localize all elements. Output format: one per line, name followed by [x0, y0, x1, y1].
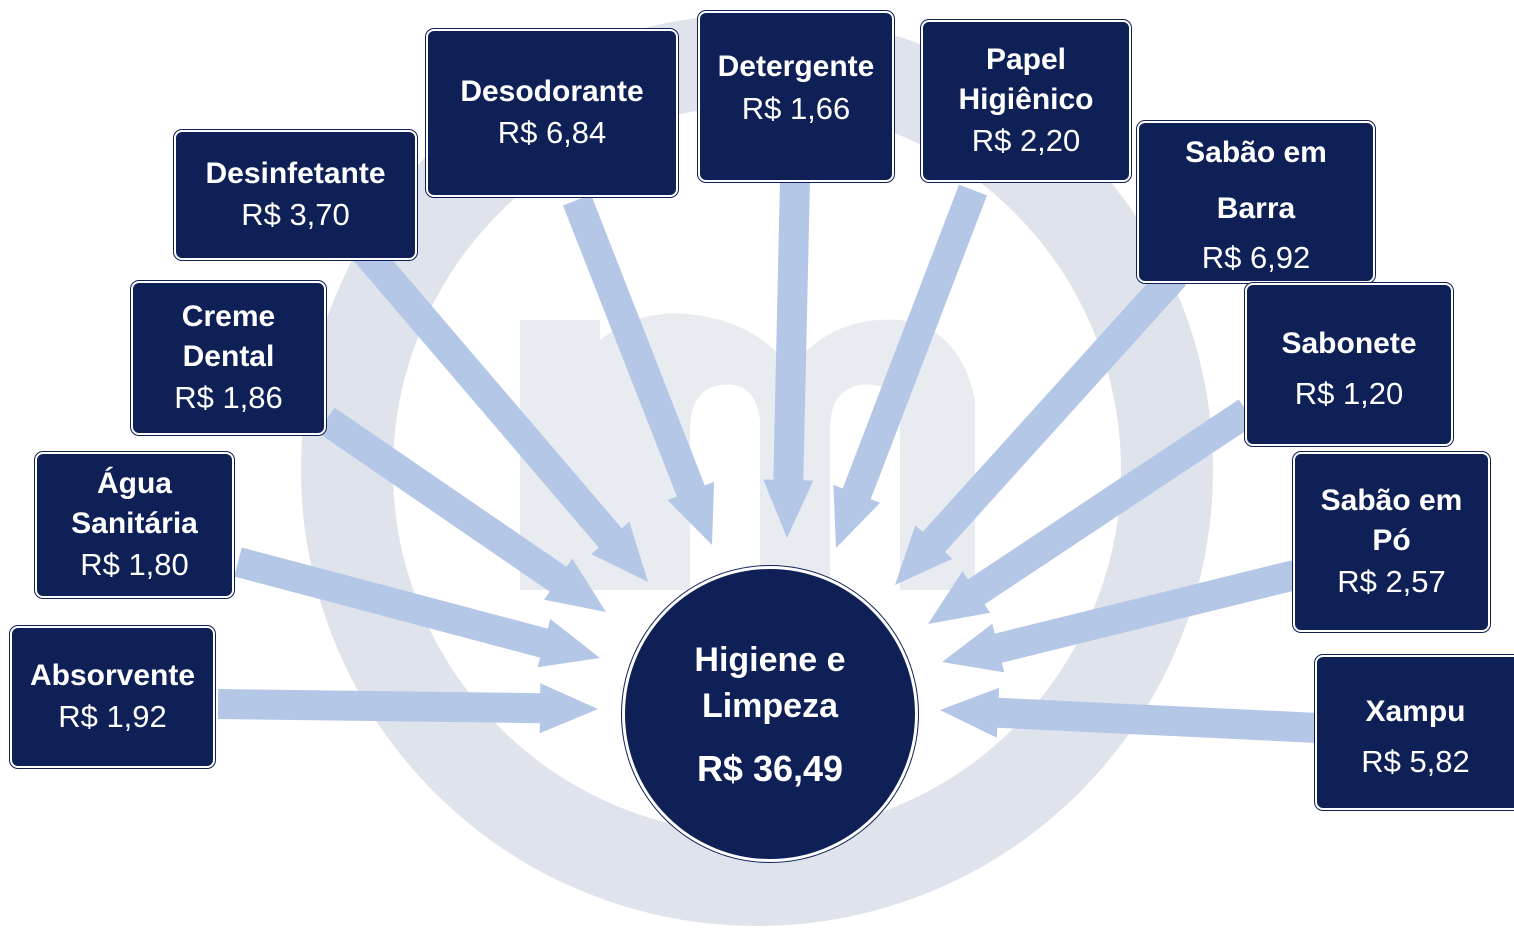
item-name: Desinfetante: [205, 156, 386, 190]
center-title-line1: Higiene e: [694, 641, 846, 680]
item-box-sabao-em-barra: Sabão em Barra R$ 6,92: [1137, 121, 1375, 283]
arrow-10: [940, 687, 1319, 743]
item-price: R$ 3,70: [241, 197, 350, 233]
item-name: Creme Dental: [181, 299, 276, 373]
item-box-papel-higienico: Papel Higiênico R$ 2,20: [921, 20, 1131, 182]
item-price: R$ 6,92: [1201, 240, 1311, 276]
arrow-1: [234, 547, 600, 668]
item-price: R$ 1,92: [58, 699, 167, 735]
center-total: R$ 36,49: [696, 747, 844, 789]
arrow-5: [763, 179, 814, 538]
item-price: R$ 2,20: [971, 123, 1081, 159]
arrow-3: [348, 235, 648, 583]
item-box-agua-sanitaria: Água Sanitária R$ 1,80: [35, 452, 234, 598]
item-price: R$ 2,57: [1337, 564, 1446, 600]
item-box-creme-dental: Creme Dental R$ 1,86: [131, 281, 326, 435]
item-box-xampu: Xampu R$ 5,82: [1315, 655, 1514, 810]
center-title-line2: Limpeza: [701, 687, 839, 725]
item-name: Xampu: [1365, 694, 1466, 728]
item-name: Desodorante: [460, 74, 644, 108]
item-price: R$ 1,20: [1294, 375, 1404, 411]
item-box-sabonete: Sabonete R$ 1,20: [1245, 283, 1453, 446]
item-box-absorvente: Absorvente R$ 1,92: [10, 626, 215, 768]
item-price: R$ 5,82: [1361, 743, 1470, 779]
arrow-2: [317, 407, 606, 612]
item-price: R$ 1,86: [174, 380, 283, 416]
item-price: R$ 1,80: [80, 547, 189, 583]
item-name: Detergente: [717, 50, 875, 83]
item-price: R$ 6,84: [497, 115, 607, 151]
arrow-4: [563, 194, 715, 545]
item-box-desodorante: Desodorante R$ 6,84: [426, 29, 678, 197]
item-name: Sabão em Barra: [1185, 136, 1327, 225]
item-price: R$ 1,66: [741, 90, 851, 126]
item-name: Sabão em Pó: [1320, 483, 1463, 557]
item-box-detergente: Detergente R$ 1,66: [698, 11, 894, 182]
arrow-9: [942, 560, 1299, 673]
item-name: Água Sanitária: [71, 466, 198, 540]
item-box-desinfetante: Desinfetante R$ 3,70: [174, 130, 417, 260]
item-name: Papel Higiênico: [958, 42, 1094, 116]
item-name: Sabonete: [1281, 326, 1417, 360]
item-name: Absorvente: [29, 658, 196, 692]
arrow-0: [217, 683, 599, 734]
center-total-circle: Higiene e Limpeza R$ 36,49: [622, 566, 918, 862]
item-box-sabao-em-po: Sabão em Pó R$ 2,57: [1293, 452, 1490, 632]
arrow-7: [895, 264, 1187, 585]
arrow-6: [833, 184, 987, 548]
arrow-8: [928, 399, 1256, 624]
